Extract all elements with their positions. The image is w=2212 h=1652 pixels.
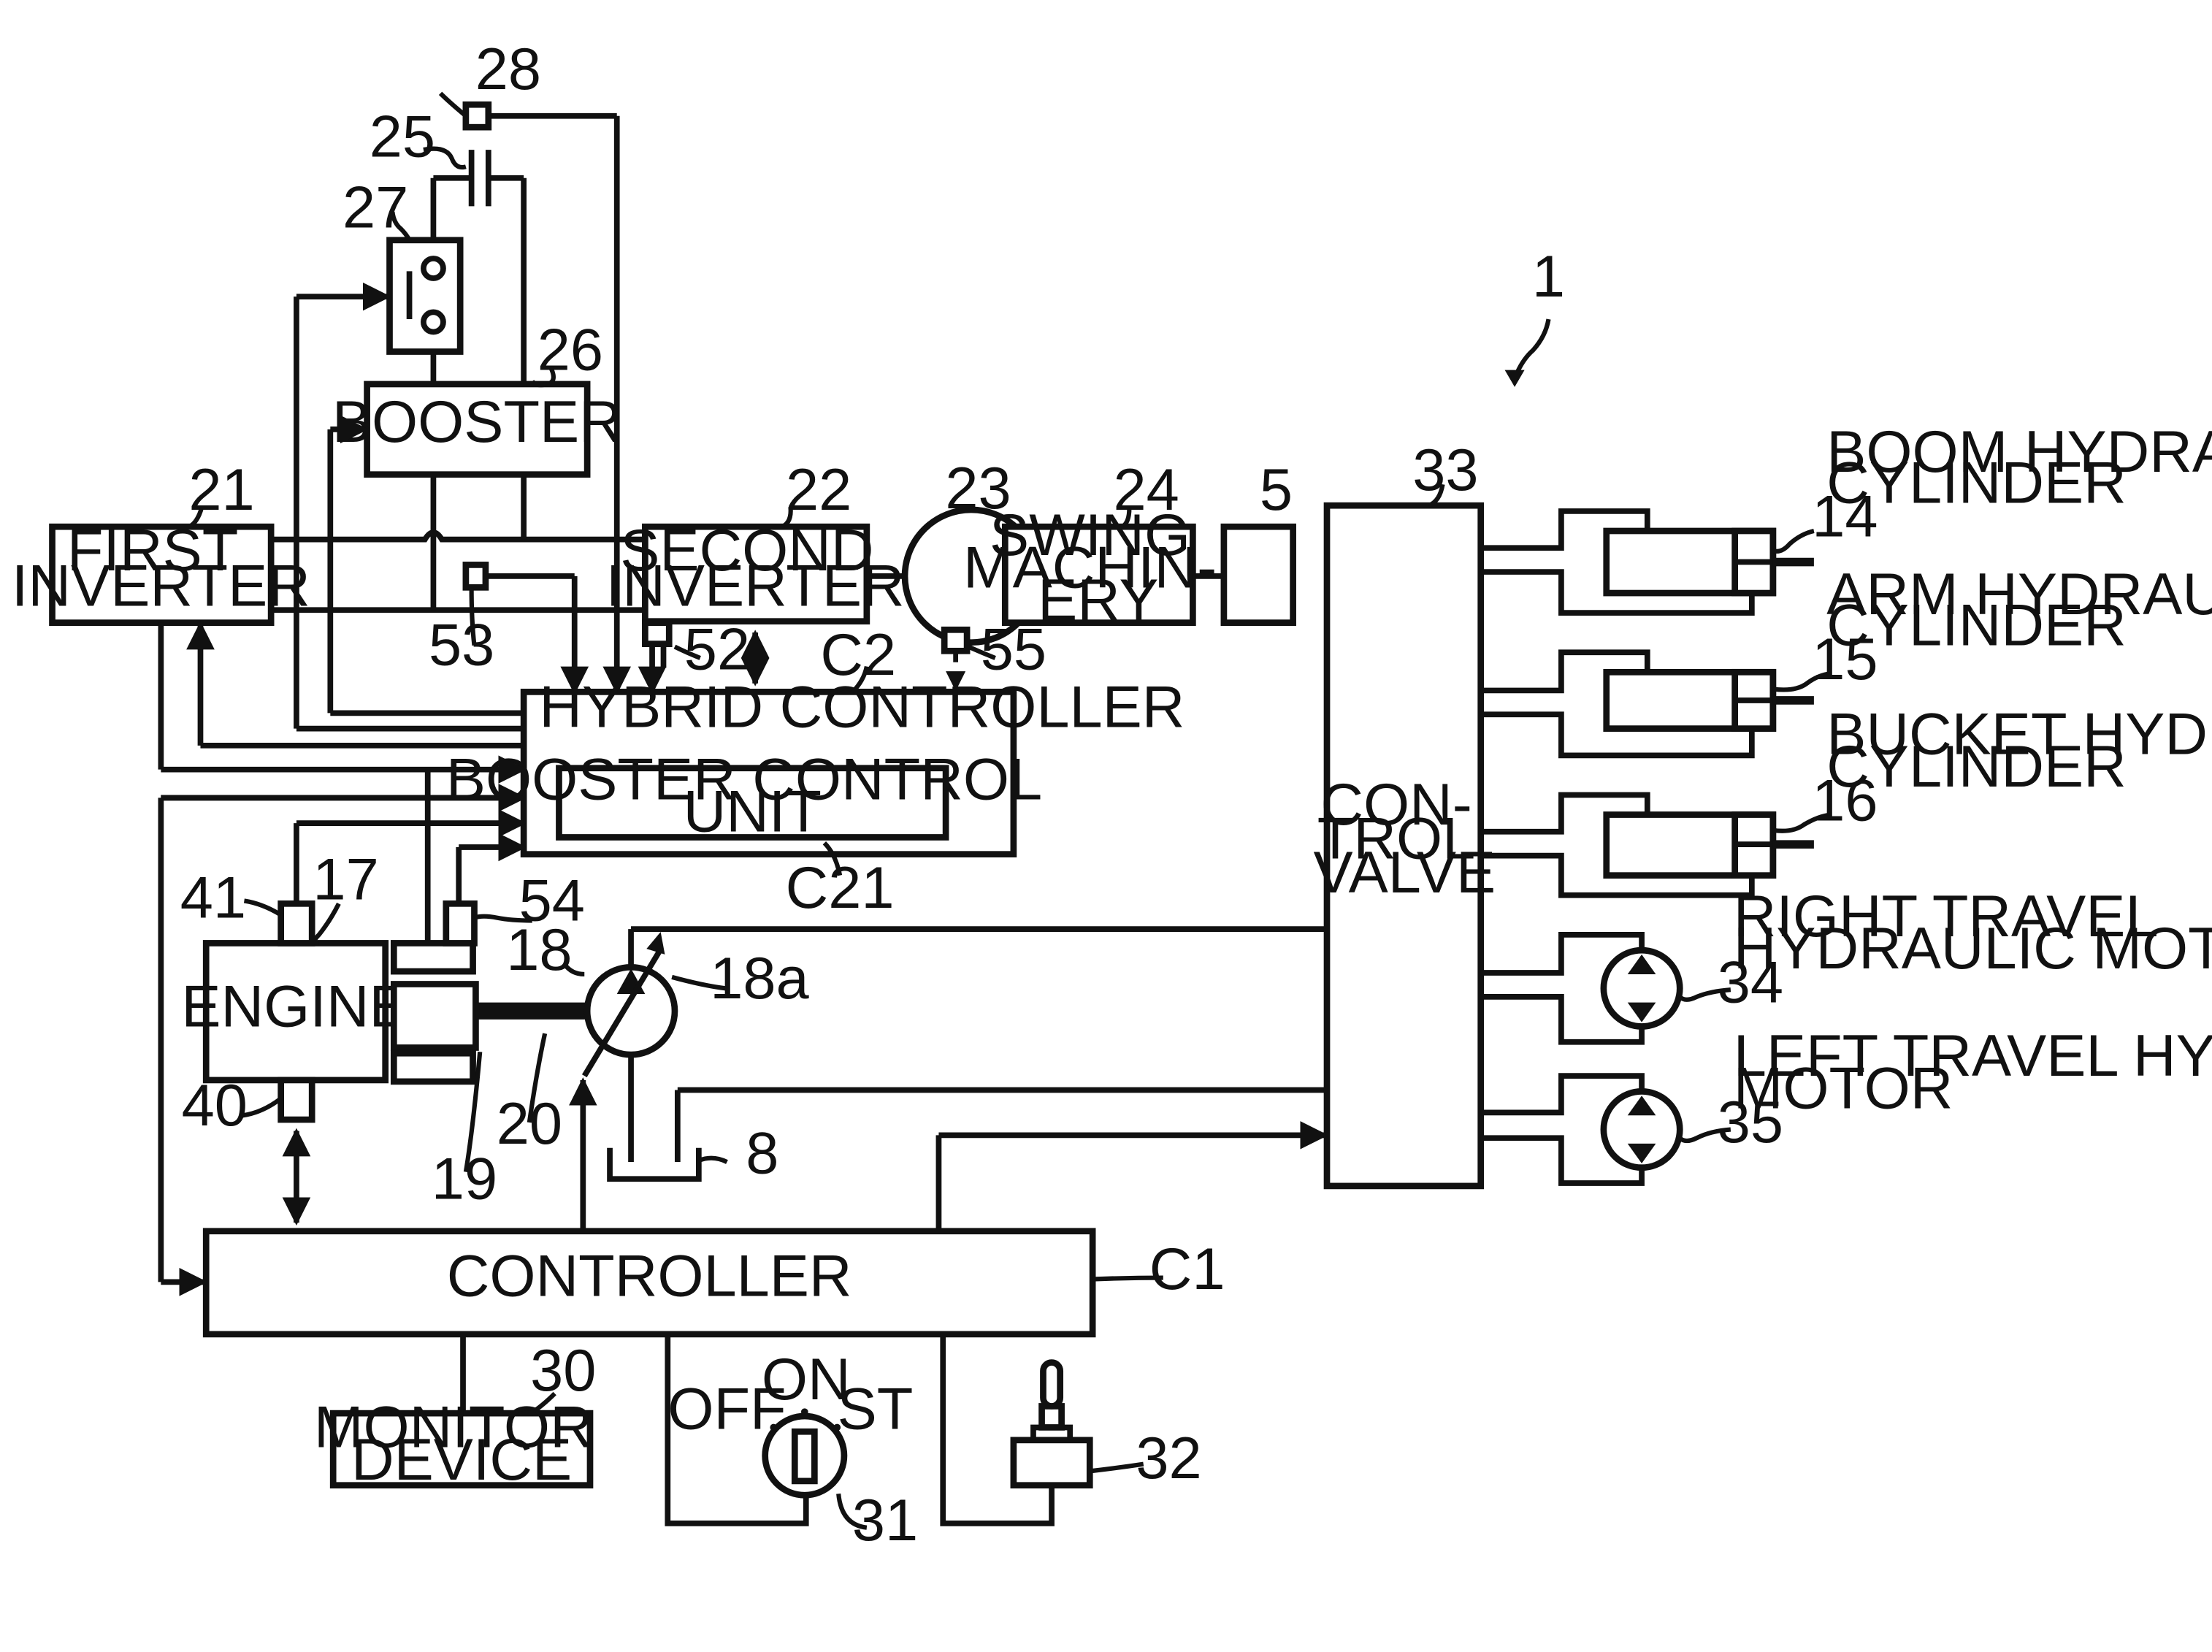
ref-25: 25 [370, 104, 435, 170]
ref-16: 16 [1812, 768, 1878, 833]
hybrid-controller-c2: HYBRID CONTROLLER BOOSTER CONTROL UNIT [446, 675, 1185, 854]
ref-1: 1 [1532, 244, 1565, 310]
svg-text:CON- TROL VALVE: CON- TROL VALVE [1313, 772, 1496, 906]
svg-text:MONITOR DEVICE: MONITOR DEVICE [314, 1395, 609, 1493]
left-travel-motor-35 [1481, 1076, 1680, 1183]
svg-text:RIGHT TRAVEL HYDRAULIC M: RIGHT TRAVEL HYDRAULIC MOTOR [1734, 884, 2212, 982]
key-st-label: ST [838, 1376, 914, 1442]
operating-lever-32 [1014, 1363, 1090, 1485]
engine-17: ENGINE [181, 943, 408, 1080]
ref-55: 55 [981, 616, 1046, 682]
swing-machinery-24: SWING MACHIN- ERY [963, 502, 1233, 633]
ref-33: 33 [1412, 437, 1478, 503]
ref-8: 8 [746, 1121, 778, 1187]
sensor-52 [645, 623, 669, 644]
key-switch-31: OFF ON ST [667, 1347, 913, 1495]
first-inverter-label-line2: INVERTER [12, 553, 310, 619]
booster-label: BOOSTER [332, 389, 622, 455]
controller-label: CONTROLLER [447, 1244, 852, 1309]
actuator-labels: BOOM HYDRAULIC CYLINDER ARM HYDRAULIC CY… [1734, 419, 2212, 1122]
svg-text:SECOND INVERTER: SECOND INVERTER [606, 518, 905, 619]
voltage-sensor-28 [466, 104, 489, 127]
booster-26: BOOSTER [332, 384, 622, 475]
sensor-55 [944, 630, 967, 651]
svg-text:BOOM HYDRAULIC CYLINDER: BOOM HYDRAULIC CYLINDER [1826, 419, 2212, 516]
capacitor-25 [472, 150, 489, 206]
swing-load-5 [1224, 527, 1293, 622]
engine-speed-sensor-41 [281, 903, 313, 943]
current-sensor-53 [466, 565, 486, 587]
boom-cylinder-14 [1481, 511, 1814, 613]
ref-15: 15 [1812, 627, 1878, 692]
ref-32: 32 [1136, 1426, 1201, 1491]
controller-c1: CONTROLLER [206, 1231, 1092, 1334]
swing-machinery-label-line3: ERY [1038, 567, 1158, 633]
control-valve-label-line3: VALVE [1313, 840, 1496, 906]
ref-31: 31 [852, 1488, 918, 1553]
second-inverter-22: SECOND INVERTER [606, 518, 905, 622]
sensor-54 [446, 903, 475, 943]
engine-sensor-40 [281, 1080, 313, 1120]
ref-21: 21 [188, 457, 254, 523]
ref-40: 40 [182, 1073, 248, 1139]
svg-text:BUCKET HYDRAULIC CYLINDE: BUCKET HYDRAULIC CYLINDER [1826, 701, 2212, 799]
tank-8 [610, 1148, 699, 1179]
ref-17: 17 [313, 847, 378, 913]
contactor-27 [390, 240, 461, 352]
ref-35: 35 [1718, 1090, 1783, 1155]
svg-text:ARM HYDRAULIC CYLINDER: ARM HYDRAULIC CYLINDER [1826, 562, 2212, 659]
ref-c2: C2 [820, 622, 896, 688]
engine-label: ENGINE [181, 974, 408, 1039]
booster-control-unit-label-line2: UNIT [684, 779, 822, 845]
ref-34: 34 [1718, 950, 1783, 1016]
ref-53: 53 [429, 613, 494, 678]
ref-19: 19 [432, 1146, 497, 1212]
ref-28: 28 [475, 37, 541, 102]
first-inverter-21: FIRST INVERTER [12, 518, 310, 623]
ref-41: 41 [180, 865, 246, 931]
ref-24: 24 [1113, 457, 1179, 523]
arm-cylinder-15 [1481, 652, 1814, 755]
second-inverter-label-line2: INVERTER [606, 553, 905, 619]
svg-text:BOOSTER: BOOSTER [332, 389, 622, 455]
ref-c1: C1 [1149, 1236, 1225, 1302]
monitor-device-label-line2: DEVICE [351, 1427, 572, 1493]
ref-30: 30 [530, 1338, 596, 1404]
ref-18a: 18a [710, 946, 809, 1012]
control-valve-33: CON- TROL VALVE [1313, 505, 1496, 1186]
ref-c21: C21 [786, 855, 895, 921]
ref-20: 20 [497, 1091, 562, 1157]
right-travel-motor-34 [1481, 935, 1680, 1042]
ref-26: 26 [537, 318, 603, 383]
ref-14: 14 [1812, 484, 1878, 550]
generator-motor-19 [394, 943, 475, 1081]
ref-18: 18 [506, 917, 572, 983]
monitor-device-30: MONITOR DEVICE [314, 1395, 609, 1493]
bucket-cylinder-16 [1481, 795, 1814, 895]
ref-5: 5 [1260, 457, 1293, 523]
ref-23: 23 [945, 456, 1011, 521]
ref-52: 52 [684, 616, 750, 682]
ref-27: 27 [342, 175, 408, 240]
ref-22: 22 [786, 457, 851, 523]
right-motor-label-line2: HYDRAULIC MOTOR [1734, 916, 2212, 982]
svg-text:LEFT TRAVEL HYDRAULIC MO: LEFT TRAVEL HYDRAULIC MOTOR [1734, 1023, 2212, 1121]
